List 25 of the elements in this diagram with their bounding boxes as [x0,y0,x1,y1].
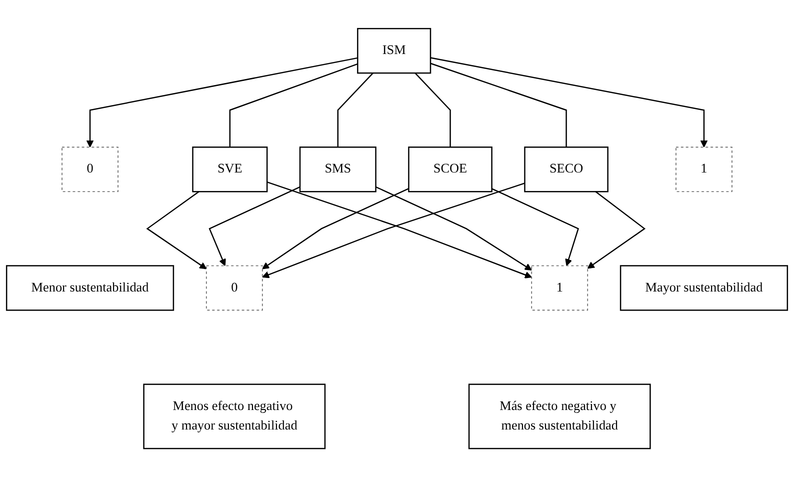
node-box: Más efecto negativo y menos sustentabilidad [468,384,651,450]
arrow [262,188,409,270]
arrow [430,57,708,148]
node-box: SCOE [408,146,492,192]
node-box: 1 [531,265,588,311]
connector [430,62,567,148]
arrow [208,186,300,266]
node-box: ISM [357,28,432,74]
node-box: SECO [524,146,608,192]
arrow [587,191,646,269]
connector [414,72,451,148]
node-box: 1 [676,146,732,192]
arrow [376,186,532,270]
node-box: Menos efecto negativo y mayor sustentabilidad [143,384,326,450]
connector [337,72,374,148]
node-box: Mayor sustentabilidad [620,265,788,311]
node-box: 0 [206,265,263,311]
connector [229,63,358,148]
node-box: SMS [299,146,376,192]
arrow [492,188,580,266]
node-box: SVE [192,146,268,192]
node-box: 0 [62,146,118,192]
arrow [146,191,207,270]
arrow [86,57,358,148]
node-box: Menor sustentabilidad [6,265,174,311]
